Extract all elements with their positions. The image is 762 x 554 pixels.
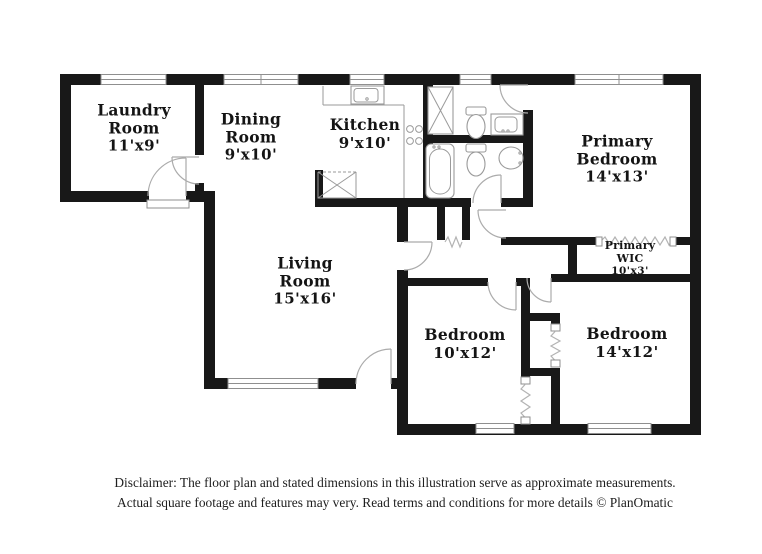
sink <box>498 146 524 170</box>
vanity-sink <box>490 113 524 136</box>
disclaimer: Disclaimer: The floor plan and stated di… <box>28 473 762 513</box>
disclaimer-line-1: Disclaimer: The floor plan and stated di… <box>114 475 676 490</box>
bathtub <box>425 143 455 199</box>
door-jamb <box>550 323 561 332</box>
door-arc <box>147 157 187 197</box>
door-threshold <box>146 199 190 209</box>
windows <box>100 74 664 434</box>
door-jamb <box>595 236 603 247</box>
walls <box>60 74 701 435</box>
door-jamb <box>520 376 531 385</box>
door-arc <box>403 241 433 271</box>
door-arc <box>472 174 502 204</box>
kitchen-counter <box>322 86 405 198</box>
shower <box>427 86 454 135</box>
disclaimer-line-2: Actual square footage and features may v… <box>117 495 673 510</box>
door-arc <box>355 348 392 385</box>
door-jamb <box>669 236 677 247</box>
door-arc <box>487 281 517 311</box>
kitchen-sink <box>350 85 385 105</box>
doors <box>146 84 677 425</box>
door-jamb <box>520 416 531 425</box>
door-arc <box>171 156 200 185</box>
fixtures <box>317 85 524 199</box>
bifold-door <box>519 383 532 419</box>
toilet <box>465 143 487 177</box>
door-arc <box>526 277 552 303</box>
bifold-door <box>444 235 463 249</box>
door-arc <box>477 209 507 239</box>
toilet <box>465 106 487 140</box>
door-arc <box>499 84 529 114</box>
bifold-door <box>549 330 562 362</box>
pantry <box>317 171 357 199</box>
stove <box>406 125 423 145</box>
door-jamb <box>550 359 561 368</box>
accordion-door <box>600 235 673 247</box>
